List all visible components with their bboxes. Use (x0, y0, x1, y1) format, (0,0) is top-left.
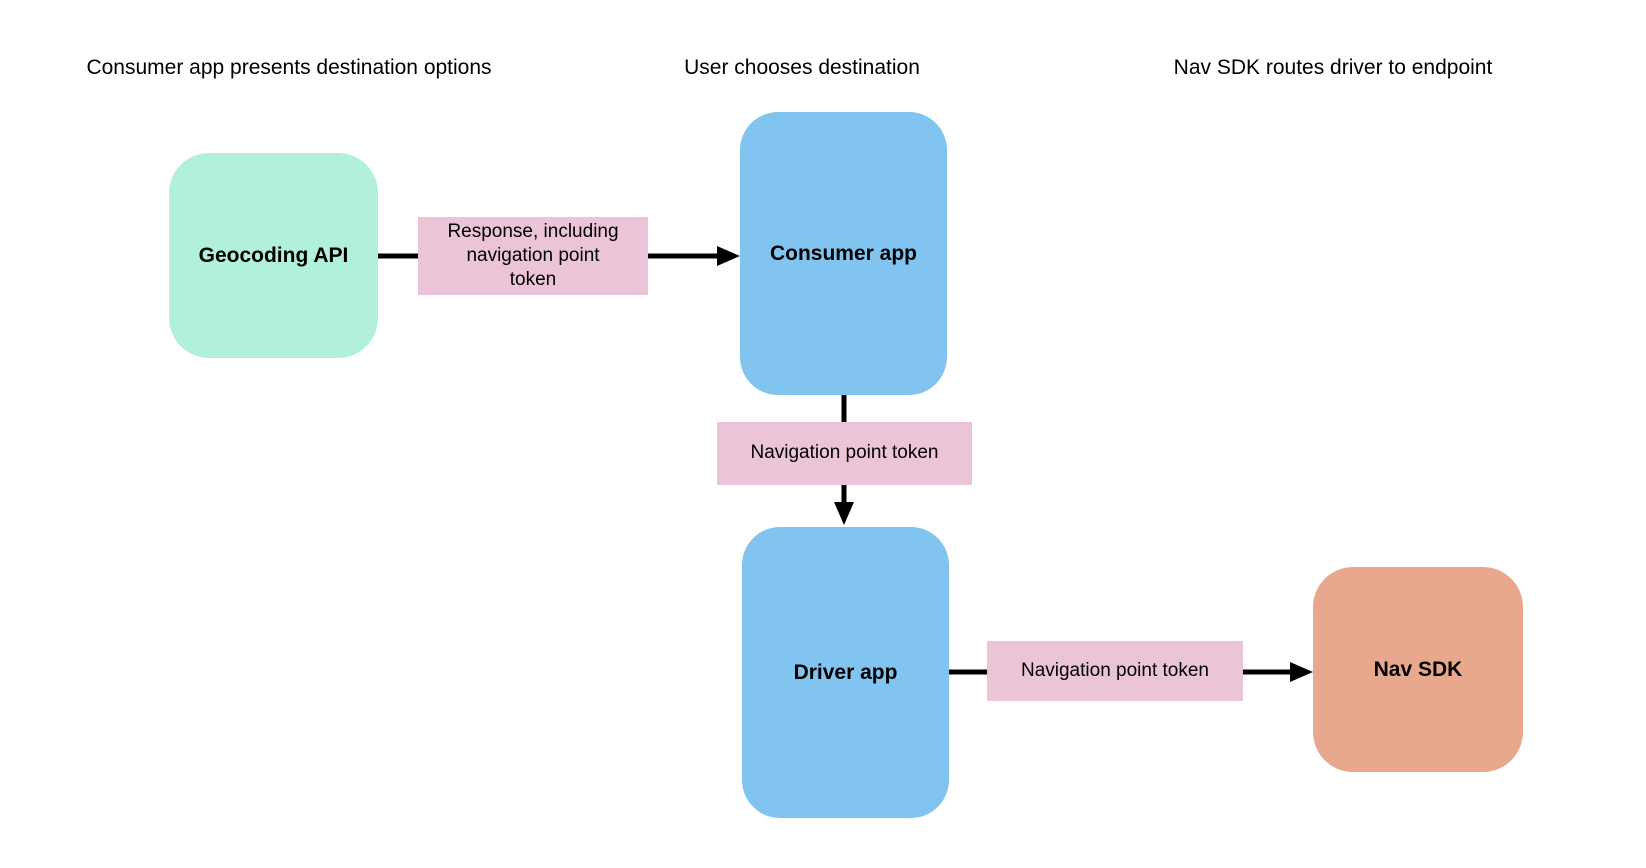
node-geocoding-api: Geocoding API (169, 153, 378, 358)
edge-label-navigation-point-token-right: Navigation point token (987, 641, 1243, 701)
node-label: Driver app (793, 660, 898, 684)
node-consumer-app: Consumer app (740, 112, 947, 395)
column-header-user-chooses: User chooses destination (684, 56, 920, 79)
node-driver-app: Driver app (742, 527, 949, 818)
node-label: Geocoding API (198, 243, 349, 267)
arrowhead-right-icon (1290, 662, 1313, 682)
node-nav-sdk: Nav SDK (1313, 567, 1523, 772)
arrowhead-right-icon (717, 246, 740, 266)
column-header-consumer-app-presents: Consumer app presents destination option… (86, 56, 492, 79)
edge-label-response-including-token: Response, including navigation point tok… (418, 217, 648, 295)
node-label: Consumer app (769, 241, 918, 265)
edge-label-navigation-point-token-middle: Navigation point token (717, 422, 972, 485)
node-label: Nav SDK (1373, 657, 1463, 681)
arrowhead-down-icon (834, 502, 854, 525)
column-header-nav-sdk-routes: Nav SDK routes driver to endpoint (1173, 56, 1493, 79)
